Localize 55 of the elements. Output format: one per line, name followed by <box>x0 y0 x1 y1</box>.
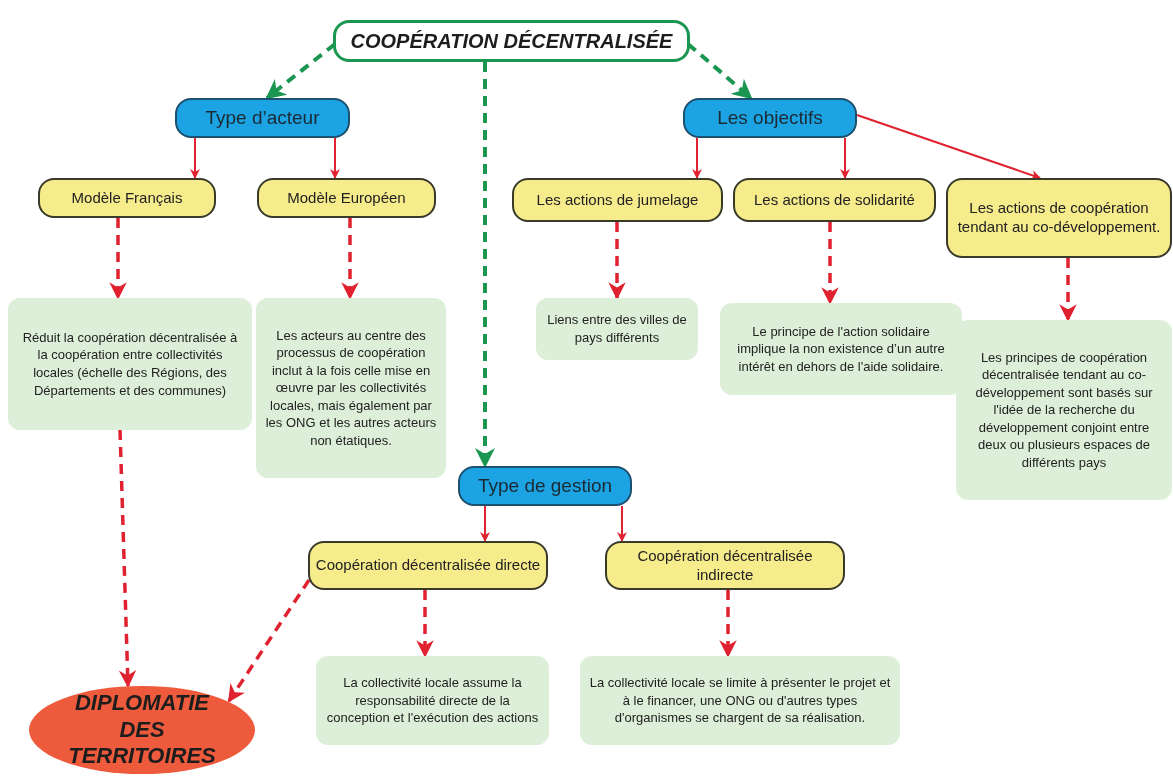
arrow <box>475 62 495 468</box>
arrow <box>840 137 850 179</box>
description-box <box>256 298 446 478</box>
node-text: DIPLOMATIE DES TERRITOIRES <box>67 690 217 770</box>
arrow <box>109 218 127 300</box>
title-box <box>333 20 690 62</box>
node-text: Modèle Européen <box>287 188 406 208</box>
node-text: Le principe de l'action solidaire implique la non existence d’un autre intérêt en dehors de l'aide solidaire. <box>736 322 946 376</box>
category-box <box>683 98 857 138</box>
arrow <box>608 222 626 300</box>
item-box <box>605 541 845 590</box>
arrow <box>692 137 702 179</box>
item-box <box>512 178 723 222</box>
category-box <box>175 98 350 138</box>
node-text: Réduit la coopération décentralisée à la coopération entre collectivités locales (échelle des Régions, des Départements et des communes) <box>21 328 239 400</box>
node-text: Les actions de solidarité <box>754 190 915 210</box>
arrow <box>821 222 839 305</box>
node-text: Les acteurs au centre des processus de coopération inclut à la fois celle mise en œuvre par les collectivités locales, mais également par les ONG et les autres acteurs non étatiques. <box>264 326 438 450</box>
node-text: Coopération décentralisée directe <box>315 556 541 575</box>
node-text: Type d’acteur <box>205 105 320 130</box>
item-box <box>257 178 436 218</box>
item-box <box>946 178 1172 258</box>
description-box <box>316 656 549 745</box>
node-text: Type de gestion <box>477 473 613 498</box>
node-text: Coopération décentralisée indirecte <box>636 546 814 585</box>
arrow <box>480 505 490 542</box>
node-text: Les actions de jumelage <box>536 190 699 210</box>
arrow <box>856 114 1041 180</box>
node-text: Les actions de coopération tendant au co-développement. <box>956 199 1162 237</box>
arrow <box>227 579 311 703</box>
arrow <box>719 590 737 658</box>
arrow <box>1059 258 1077 322</box>
arrow <box>416 590 434 658</box>
node-text: Modèle Français <box>71 188 183 208</box>
description-box <box>8 298 252 430</box>
arrow <box>341 218 359 300</box>
description-box <box>580 656 900 745</box>
arrow <box>118 429 137 688</box>
item-box <box>38 178 216 218</box>
node-text: Liens entre des villes de pays différents <box>546 311 688 347</box>
category-box <box>458 466 632 506</box>
node-text: La collectivité locale assume la responsabilité directe de la conception et l'exécution des actions <box>325 674 540 727</box>
node-text: La collectivité locale se limite à présenter le projet et à le financer, une ONG ou d'autres types d'organismes se chargent de sa réalisation. <box>588 674 892 727</box>
outcome-ellipse <box>28 685 256 775</box>
arrow <box>617 505 627 542</box>
node-text: Les objectifs <box>717 105 823 130</box>
arrow <box>190 137 200 179</box>
arrow <box>330 137 340 179</box>
description-box <box>956 320 1172 500</box>
item-box <box>733 178 936 222</box>
node-text: COOPÉRATION DÉCENTRALISÉE <box>350 29 673 54</box>
node-text: Les principes de coopération décentralisée tendant au co-développement sont basés sur l'idée de la recherche du développement conjoint entre deux ou plusieurs espaces de différents pays <box>974 348 1154 472</box>
description-box <box>536 298 698 360</box>
item-box <box>308 541 548 590</box>
description-box <box>720 303 962 395</box>
